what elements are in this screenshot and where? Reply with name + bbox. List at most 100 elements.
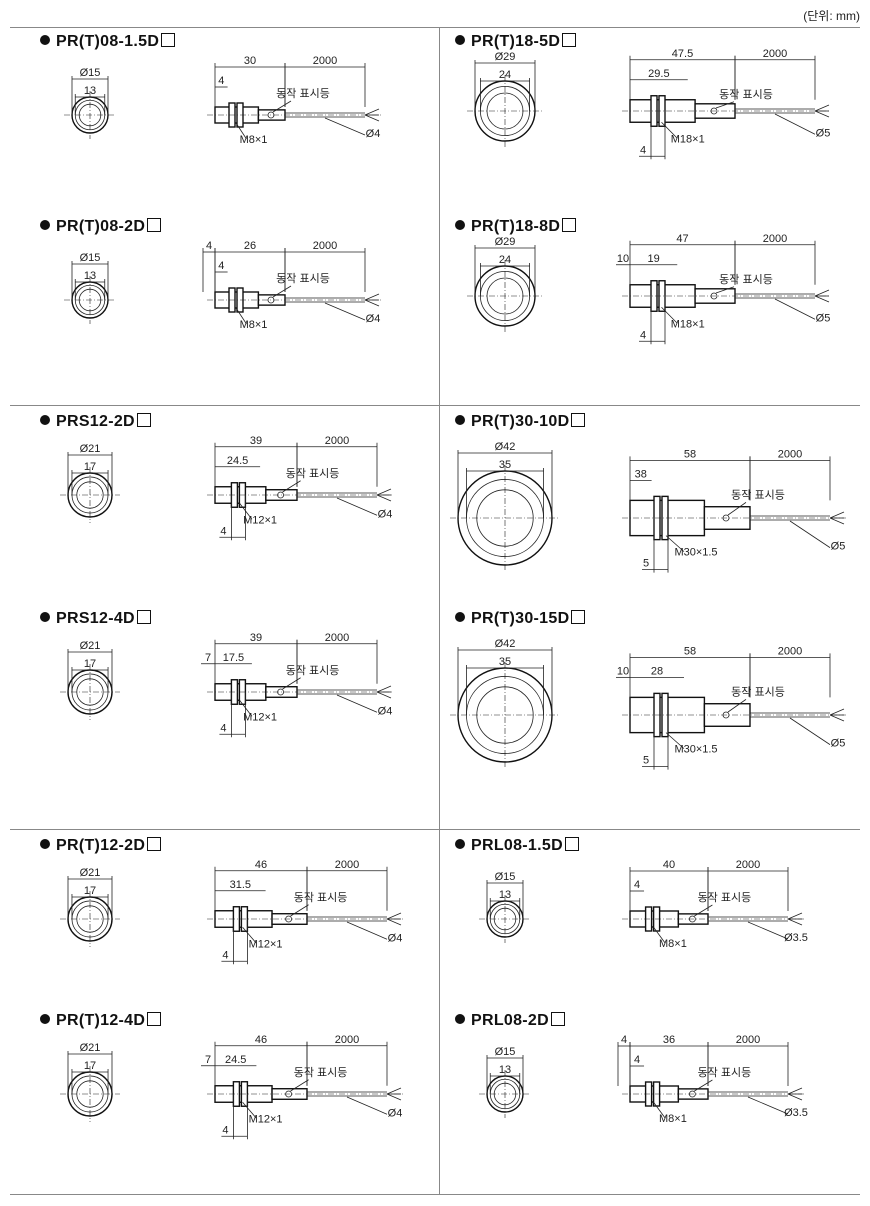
cable-diameter-label: Ø3.5 (784, 932, 808, 944)
option-box-icon (564, 837, 579, 851)
inner-diameter-label: 13 (84, 270, 96, 282)
flange-dim-label: 5 (643, 558, 649, 570)
model-name: PRL08-1.5D (471, 837, 563, 854)
indicator-lamp-label: 동작 표시등 (276, 87, 330, 100)
dim-top-label: 40 (663, 859, 675, 871)
outer-diameter-label: Ø15 (495, 1046, 516, 1058)
model-name: PR(T)30-10D (471, 413, 570, 430)
dim-top-label: 2000 (778, 645, 802, 657)
indicator-lamp-label: 동작 표시등 (731, 685, 785, 698)
panel-title: PR(T)30-10D (455, 413, 586, 431)
flange-dim-label: 4 (640, 144, 646, 156)
dim-mid-label: 10 (617, 665, 629, 677)
option-box-icon (550, 1012, 565, 1026)
thread-label: M12×1 (243, 514, 277, 526)
front-view: Ø42 35 (450, 441, 560, 571)
bullet-icon (455, 220, 465, 230)
thread-label: M12×1 (249, 1113, 283, 1125)
cable-diameter-label: Ø4 (366, 313, 381, 325)
inner-diameter-label: 35 (499, 656, 511, 668)
dim-mid-label: 31.5 (230, 879, 251, 891)
flange-dim-label: 4 (640, 329, 646, 341)
indicator-lamp-label: 동작 표시등 (719, 273, 773, 286)
dim-top-label: 2000 (763, 233, 787, 245)
column-divider (439, 27, 440, 1194)
thread-label: M30×1.5 (674, 744, 717, 756)
thread-label: M18×1 (671, 318, 705, 330)
cable-diameter-label: Ø5 (831, 541, 846, 553)
inner-diameter-label: 24 (499, 69, 511, 81)
dim-mid-label: 7 (205, 1054, 211, 1066)
panel-title: PR(T)18-5D (455, 33, 577, 51)
inner-diameter-label: 17 (84, 461, 96, 473)
model-name: PRS12-4D (56, 610, 135, 627)
bullet-icon (455, 35, 465, 45)
panel-title: PR(T)12-2D (40, 837, 162, 855)
indicator-lamp-label: 동작 표시등 (698, 1066, 752, 1079)
front-view: Ø15 13 (479, 1046, 531, 1118)
outer-diameter-label: Ø42 (495, 638, 516, 650)
cable-diameter-label: Ø3.5 (784, 1107, 808, 1119)
front-view: Ø15 13 (64, 252, 116, 324)
outer-diameter-label: Ø15 (80, 67, 101, 79)
dim-mid-label: 29.5 (648, 68, 669, 80)
bullet-icon (40, 35, 50, 45)
dim-top-label: 46 (255, 1034, 267, 1046)
cable-diameter-label: Ø4 (378, 508, 393, 520)
model-name: PR(T)08-1.5D (56, 33, 160, 50)
option-box-icon (147, 837, 162, 851)
model-name: PRS12-2D (56, 413, 135, 430)
dim-mid-label: 4 (634, 879, 640, 891)
cable-diameter-label: Ø5 (816, 312, 831, 324)
bullet-icon (40, 612, 50, 622)
bullet-icon (455, 612, 465, 622)
model-name: PR(T)08-2D (56, 218, 146, 235)
inner-diameter-label: 24 (499, 254, 511, 266)
thread-label: M12×1 (243, 711, 277, 723)
dim-mid-label: 4 (634, 1054, 640, 1066)
dim-mid-label: 38 (635, 468, 647, 480)
inner-diameter-label: 13 (499, 1064, 511, 1076)
dim-top-label: 58 (684, 448, 696, 460)
outer-diameter-label: Ø15 (80, 252, 101, 264)
flange-dim-label: 4 (220, 722, 226, 734)
thread-label: M8×1 (659, 1113, 687, 1125)
model-name: PR(T)18-8D (471, 218, 561, 235)
option-box-icon (571, 413, 586, 427)
thread-label: M12×1 (249, 938, 283, 950)
indicator-lamp-label: 동작 표시등 (294, 1066, 348, 1079)
dim-top-label: 36 (663, 1034, 675, 1046)
indicator-lamp-label: 동작 표시등 (719, 88, 773, 101)
flange-dim-label: 4 (222, 1124, 228, 1136)
dim-mid-label: 24.5 (225, 1054, 246, 1066)
option-box-icon (136, 413, 151, 427)
inner-diameter-label: 17 (84, 885, 96, 897)
option-box-icon (136, 610, 151, 624)
dim-top-label: 2000 (335, 1034, 359, 1046)
panel-title: PR(T)08-1.5D (40, 33, 176, 51)
thread-label: M8×1 (240, 134, 268, 146)
dim-top-label: 46 (255, 859, 267, 871)
outer-diameter-label: Ø42 (495, 441, 516, 453)
inner-diameter-label: 35 (499, 459, 511, 471)
